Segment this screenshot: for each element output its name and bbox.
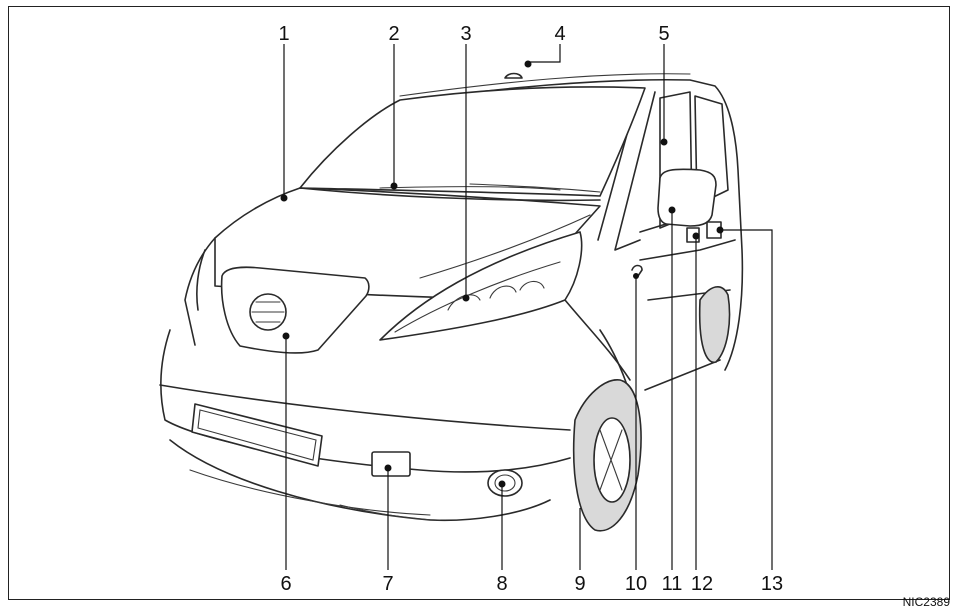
callout-4: 4 bbox=[554, 23, 565, 45]
callout-10: 10 bbox=[625, 573, 647, 595]
vehicle-drawing bbox=[159, 72, 744, 532]
diagram-frame bbox=[8, 6, 950, 600]
callout-11: 11 bbox=[662, 573, 683, 595]
callout-5: 5 bbox=[658, 23, 669, 45]
callout-7: 7 bbox=[382, 573, 393, 595]
callout-6: 6 bbox=[280, 573, 291, 595]
callout-1: 1 bbox=[278, 23, 289, 45]
callout-9: 9 bbox=[574, 573, 585, 595]
callout-numbers: 1 2 3 4 5 6 7 8 9 10 11 12 13 bbox=[278, 23, 783, 595]
callout-leaders bbox=[280, 44, 773, 570]
callout-3: 3 bbox=[460, 23, 471, 45]
callout-2: 2 bbox=[388, 23, 399, 45]
callout-13: 13 bbox=[761, 573, 783, 595]
figure-code: NIC2389 bbox=[903, 595, 951, 609]
callout-8: 8 bbox=[496, 573, 507, 595]
callout-12: 12 bbox=[691, 573, 713, 595]
